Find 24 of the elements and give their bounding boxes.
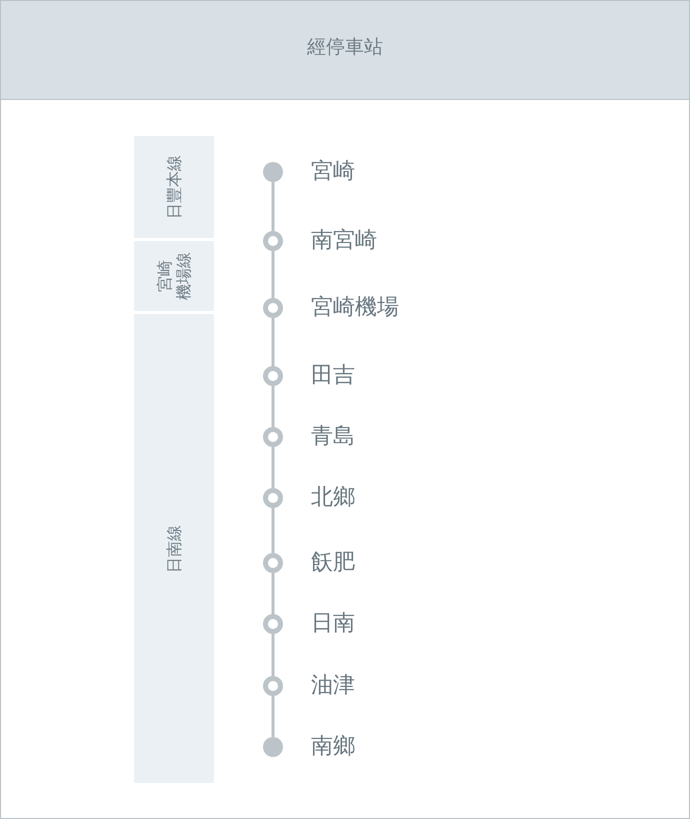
track-line	[272, 386, 274, 427]
station-name: 宮崎機場	[311, 294, 399, 322]
track-line	[272, 573, 274, 614]
track-line	[272, 696, 274, 737]
station-name: 南宮崎	[311, 227, 377, 255]
station-name: 飫肥	[311, 549, 355, 577]
station-name: 田吉	[311, 362, 355, 390]
station-name: 北鄉	[311, 484, 355, 512]
station-name: 南鄉	[311, 733, 355, 761]
line-name: 機場線	[174, 252, 193, 300]
track-line	[272, 251, 274, 298]
line-name: 宮崎	[155, 259, 174, 294]
line-name: 日豐本線	[164, 155, 184, 219]
track-line	[272, 447, 274, 488]
station-name: 宮崎	[311, 158, 355, 186]
station-name: 青島	[311, 423, 355, 451]
track-line	[272, 634, 274, 676]
station-name: 日南	[311, 610, 355, 638]
title: 經停車站	[306, 35, 384, 59]
track-line	[272, 508, 274, 553]
track-line	[272, 318, 274, 366]
track-line	[272, 182, 274, 231]
line-name: 日南線	[164, 524, 184, 572]
station-name: 油津	[311, 672, 355, 700]
